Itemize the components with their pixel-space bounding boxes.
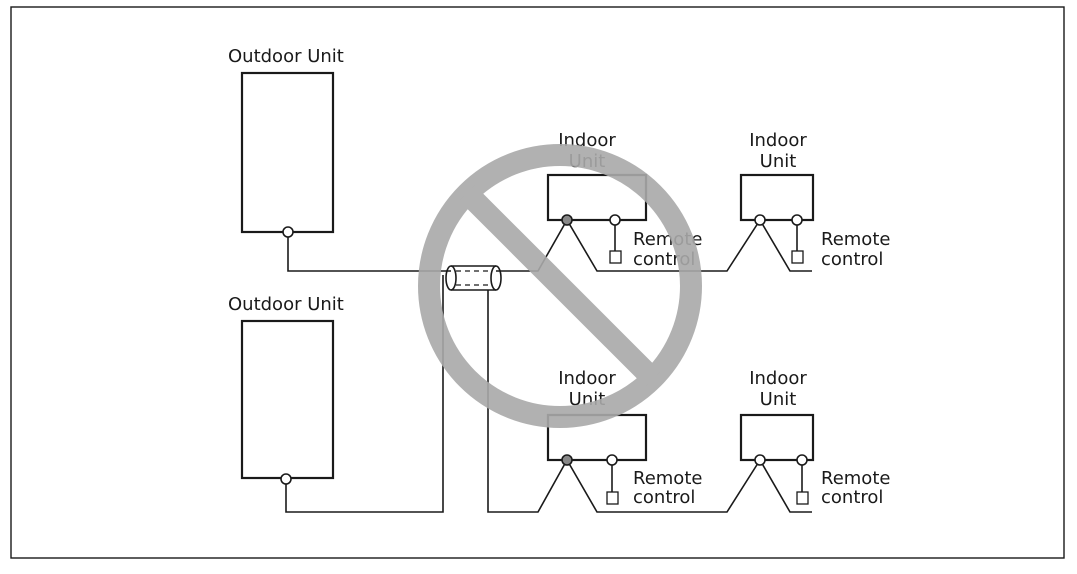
prohibition-sign-icon [418, 144, 702, 428]
remote-control-icon [609, 250, 622, 264]
indoor-unit-top-1-remote-terminal [609, 214, 621, 226]
diagram-frame [10, 6, 1065, 559]
unit-label: Unit [760, 389, 797, 410]
unit-label: Unit [760, 151, 797, 172]
indoor-unit-top-2-remote-terminal [791, 214, 803, 226]
outdoor-unit-1-label: Outdoor Unit [228, 46, 344, 67]
control-label: control [633, 487, 695, 508]
control-label: control [821, 487, 883, 508]
remote-label: Remote [821, 229, 890, 250]
bottom-bus-wire [487, 290, 812, 513]
bottom-wiring [285, 275, 812, 513]
outdoor-unit-2-terminal [280, 473, 292, 485]
top-bus-wire [287, 218, 812, 272]
indoor-unit-label: Indoor [749, 368, 807, 389]
remote-label: Remote [633, 468, 702, 489]
indoor-unit-bottom-2-box [739, 413, 815, 462]
shielded-cable-icon [445, 265, 502, 291]
indoor-unit-bottom-1-remote-terminal [606, 454, 618, 466]
remote-control-icon [796, 491, 809, 505]
indoor-unit-bottom-2-remote-terminal [796, 454, 808, 466]
top-wiring [287, 218, 812, 272]
outdoor-unit-1-box [240, 71, 335, 234]
indoor-unit-label: Indoor [749, 130, 807, 151]
outdoor-unit-1: Outdoor Unit [228, 46, 344, 238]
remote-label: Remote [821, 468, 890, 489]
indoor-unit-top-2: Indoor Unit Remote control [739, 130, 890, 270]
indoor-unit-top-2-box [739, 173, 815, 222]
indoor-unit-bottom-2: Indoor Unit Remote control [739, 368, 890, 508]
remote-control-icon [606, 491, 619, 505]
outdoor-unit-2-box [240, 319, 335, 480]
remote-control-icon [791, 250, 804, 264]
indoor-unit-bottom-2-terminal [754, 454, 766, 466]
indoor-unit-label: Indoor [558, 368, 616, 389]
indoor-unit-bottom-1-terminal [561, 454, 573, 466]
outdoor-unit-2: Outdoor Unit [228, 294, 344, 485]
indoor-unit-top-2-terminal [754, 214, 766, 226]
outdoor-2-feed-wire [285, 275, 444, 513]
indoor-unit-top-1-terminal [561, 214, 573, 226]
outdoor-unit-1-terminal [282, 226, 294, 238]
control-label: control [821, 249, 883, 270]
outdoor-unit-2-label: Outdoor Unit [228, 294, 344, 315]
